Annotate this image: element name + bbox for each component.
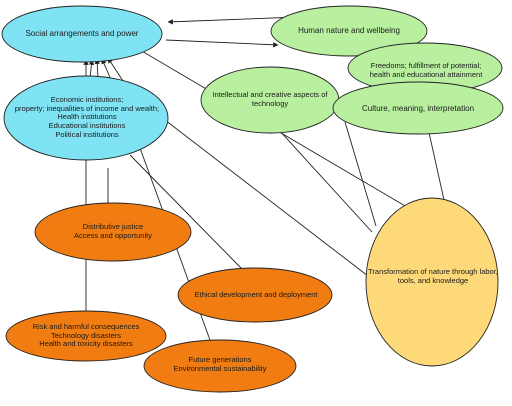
edge-econ-3-to-social [94, 58, 100, 79]
node-transformation-ellipse [365, 197, 499, 367]
node-social-ellipse [1, 5, 163, 63]
edge-econ-5-to-social [107, 57, 126, 85]
node-intellectual-ellipse [200, 66, 340, 134]
node-economic-ellipse [3, 75, 169, 161]
node-culture-ellipse [332, 81, 504, 135]
edge-human-to-social [167, 16, 299, 25]
node-human-ellipse [270, 5, 428, 57]
edge-economic-to-transformation [164, 119, 369, 277]
node-future-ellipse [143, 339, 297, 393]
edge-social-to-human [165, 39, 279, 48]
node-distributive-ellipse [34, 202, 192, 262]
edge-intellectual-to-transformation [267, 117, 373, 233]
edge-econ-to-ethical [129, 154, 242, 269]
node-ethical-ellipse [177, 267, 333, 323]
edge-culture-to-transformation [344, 121, 377, 227]
edge-econ-2-to-social [88, 59, 95, 79]
edge-culture-to-transformation-2 [427, 127, 445, 201]
node-risk-ellipse [5, 310, 167, 362]
